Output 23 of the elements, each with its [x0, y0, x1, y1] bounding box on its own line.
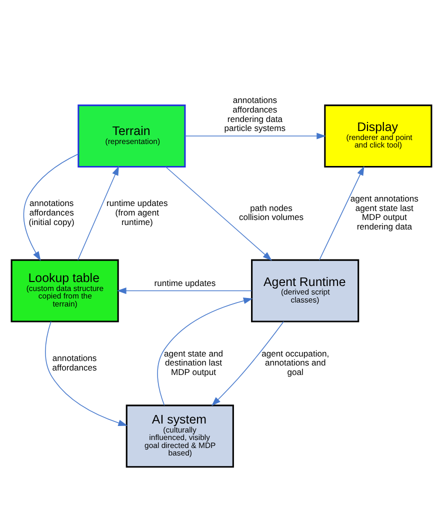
- edge-label: annotations affordances rendering data particle systems: [224, 95, 286, 134]
- arrow: [78, 166, 119, 260]
- arrow: [165, 166, 272, 261]
- edge-label: runtime updates: [154, 278, 216, 288]
- edge-label: path nodes collision volumes: [238, 202, 304, 222]
- node-box: Display (renderer and point and click tool): [324, 104, 432, 168]
- edge-label: agent occupation, annotations and goal: [262, 348, 330, 377]
- arrow: [45, 321, 128, 426]
- node-box: Agent Runtime (derived script classes): [251, 259, 360, 322]
- edge-label: annotations affordances: [52, 352, 97, 372]
- node-box: Lookup table (custom data structure copied from the terrain): [10, 259, 119, 322]
- arrow: [211, 321, 284, 406]
- node-box: Terrain (representation): [78, 104, 186, 168]
- arrow: [184, 132, 326, 140]
- edge-label: runtime updates (from agent runtime): [106, 198, 168, 227]
- arrow: [157, 298, 253, 406]
- edge-label: annotations affordances (initial copy): [28, 198, 74, 227]
- arrow: [318, 166, 364, 260]
- edge-label: agent annotations agent state last MDP output rendering data: [350, 194, 418, 232]
- node-box: AI system (culturally influenced, visibly goal directed & MDP based): [126, 404, 234, 468]
- edge-label: agent state and destination last MDP output: [164, 348, 223, 377]
- arrow: [116, 288, 252, 294]
- arrow: [23, 154, 79, 261]
